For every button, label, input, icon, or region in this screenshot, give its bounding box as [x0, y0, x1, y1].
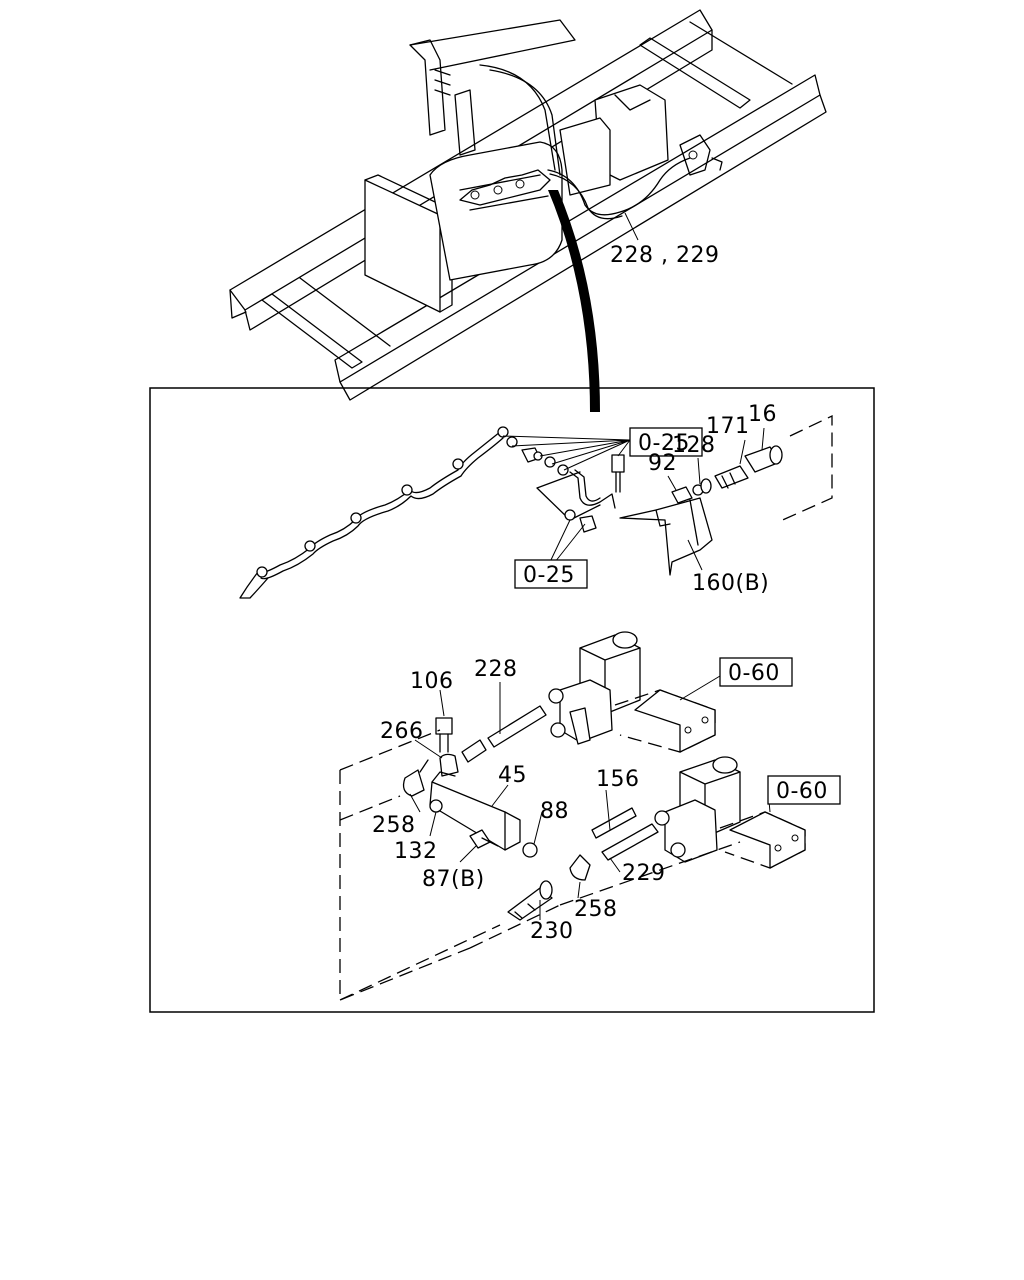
label-45: 45 — [498, 763, 527, 788]
ref-box-o25-bottom — [514, 559, 588, 589]
label-16: 16 — [748, 402, 777, 427]
label-o60-a: 0-60 — [728, 661, 780, 686]
label-266: 266 — [380, 719, 424, 744]
upper-detail — [239, 414, 833, 599]
label-o25-bottom: 0-25 — [523, 563, 575, 588]
label-132: 132 — [394, 839, 438, 864]
label-o60-b: 0-60 — [776, 779, 828, 804]
label-228: 228 — [474, 657, 518, 682]
chassis-overview — [229, 9, 827, 412]
label-156: 156 — [596, 767, 640, 792]
label-258-right: 258 — [574, 897, 618, 922]
label-106: 106 — [410, 669, 454, 694]
label-229: 229 — [622, 861, 666, 886]
ref-box-o60-a — [719, 657, 793, 687]
lower-detail — [339, 631, 806, 1001]
label-258-left: 258 — [372, 813, 416, 838]
label-230: 230 — [530, 919, 574, 944]
ref-box-o60-b — [767, 775, 841, 805]
label-92: 92 — [648, 451, 677, 476]
label-harness-228-229: 228 , 229 — [610, 243, 719, 268]
label-171: 171 — [706, 414, 750, 439]
label-128: 128 — [672, 433, 716, 458]
ref-box-o25-top — [629, 427, 703, 457]
detail-frame — [149, 387, 875, 1013]
label-o25-top: 0-25 — [638, 431, 690, 456]
label-88: 88 — [540, 799, 569, 824]
label-160b: 160(B) — [692, 571, 769, 596]
label-87b: 87(B) — [422, 867, 485, 892]
